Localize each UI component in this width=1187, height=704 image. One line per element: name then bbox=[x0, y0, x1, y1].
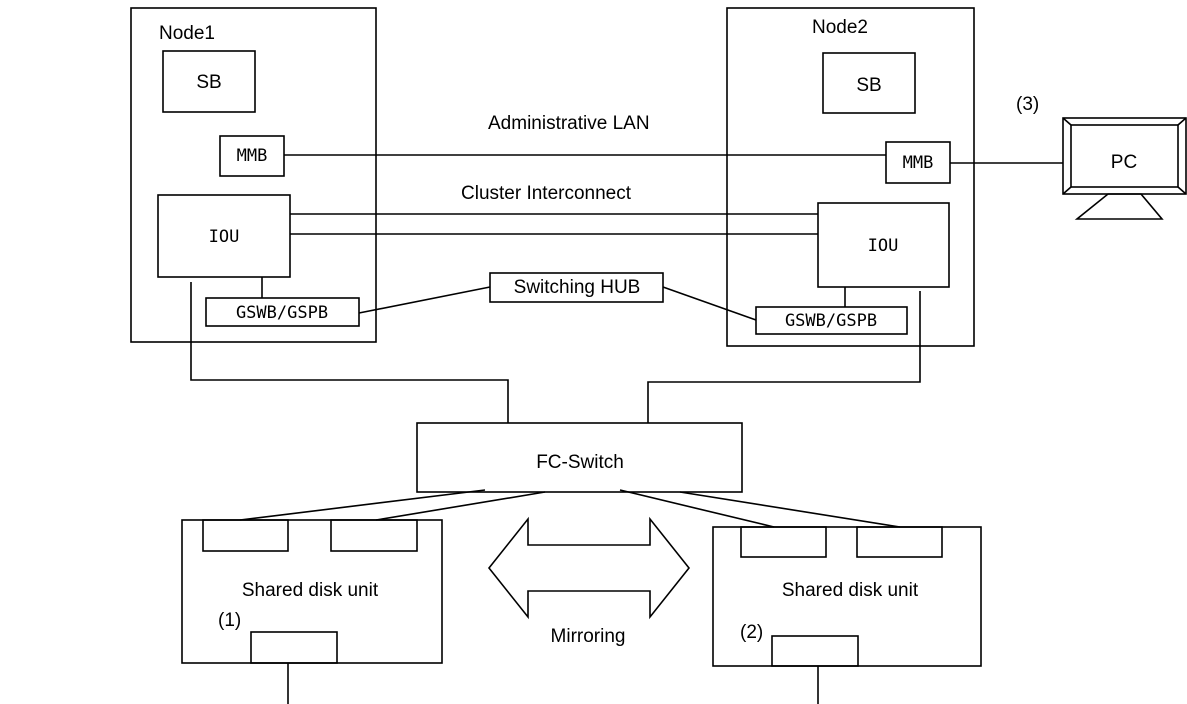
disk1-marker: (1) bbox=[218, 610, 242, 631]
disk2-bottom-port bbox=[771, 635, 859, 667]
node1-title: Node1 bbox=[159, 23, 215, 44]
node1-fc-line bbox=[190, 282, 509, 423]
node2-gswb-box bbox=[755, 306, 908, 335]
node2-title: Node2 bbox=[812, 17, 868, 38]
disk1-port-2 bbox=[330, 519, 418, 552]
node2-mmb-label: MMB bbox=[902, 153, 934, 173]
node2-iou-box bbox=[817, 202, 950, 288]
node1-iou-box bbox=[157, 194, 291, 278]
pc-label: PC bbox=[1110, 152, 1138, 173]
node1-iou-label: IOU bbox=[208, 227, 240, 247]
node2-sb-label: SB bbox=[856, 75, 882, 96]
node1-mmb-label: MMB bbox=[236, 146, 268, 166]
disk2-port-1 bbox=[740, 526, 827, 558]
node2-gswb-label: GSWB/GSPB bbox=[784, 311, 878, 331]
disk1-label: Shared disk unit bbox=[241, 580, 379, 601]
disk2-label: Shared disk unit bbox=[781, 580, 919, 601]
node2-sb-box bbox=[822, 52, 916, 114]
mirroring-arrow bbox=[487, 516, 691, 620]
cluster-interconnect-label: Cluster Interconnect bbox=[461, 183, 632, 204]
fc-switch-label: FC-Switch bbox=[536, 452, 624, 473]
node1-gswb-box bbox=[205, 297, 360, 327]
node1-sb-box bbox=[162, 50, 256, 113]
node2-box bbox=[726, 7, 975, 347]
disk1-port-1 bbox=[202, 519, 289, 552]
node1-sb-label: SB bbox=[196, 72, 222, 93]
disk2-marker: (2) bbox=[740, 622, 764, 643]
admin-lan-label: Administrative LAN bbox=[488, 113, 650, 134]
mirroring-label: Mirroring bbox=[550, 626, 626, 647]
pc-marker: (3) bbox=[1016, 94, 1040, 115]
fc-switch-box bbox=[416, 422, 743, 493]
node2-fc-line bbox=[647, 291, 921, 423]
switching-hub-label: Switching HUB bbox=[513, 277, 641, 298]
node1-box bbox=[130, 7, 377, 343]
disk1-bottom-port bbox=[250, 631, 338, 664]
node2-iou-label: IOU bbox=[867, 236, 899, 256]
node1-mmb-box bbox=[219, 135, 285, 177]
disk2-port-2 bbox=[856, 526, 943, 558]
node1-gswb-label: GSWB/GSPB bbox=[235, 303, 329, 323]
pc-icon bbox=[1062, 117, 1187, 220]
